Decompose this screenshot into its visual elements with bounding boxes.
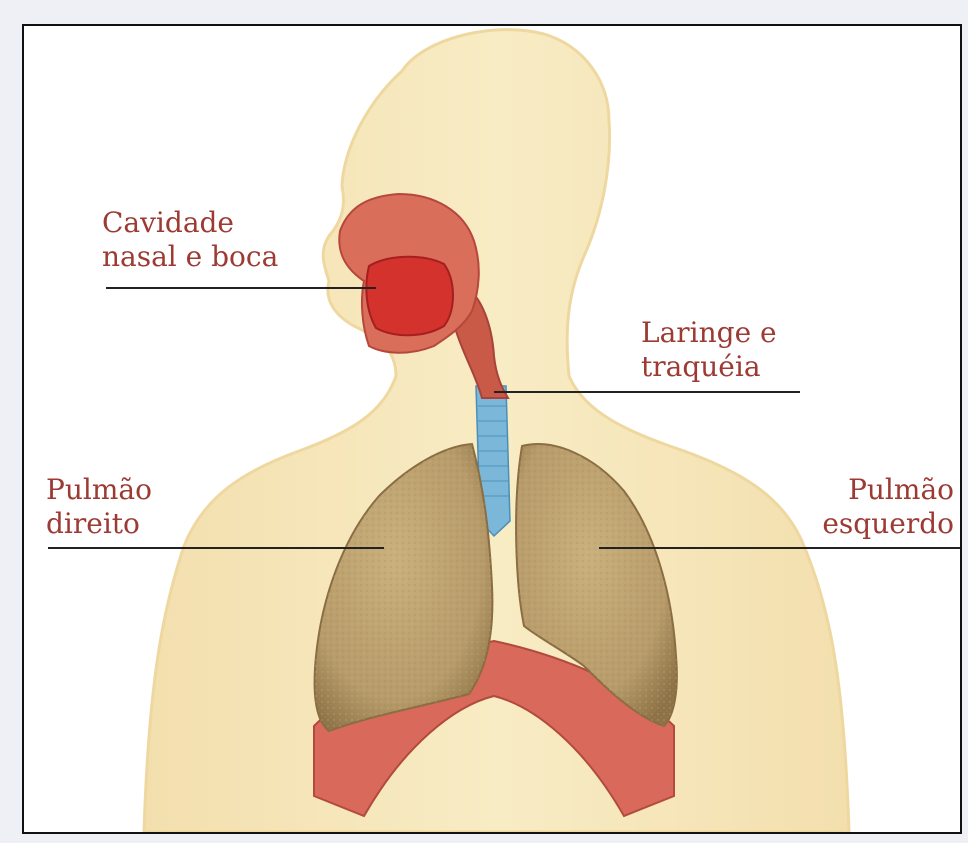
mouth-cavity-shape — [366, 257, 453, 336]
respiratory-system-illustration — [24, 26, 960, 832]
label-nasal-line2: nasal e boca — [102, 240, 278, 274]
label-larynx-line1: Laringe e — [641, 316, 777, 350]
label-left-lung: Pulmão esquerdo — [822, 473, 954, 541]
label-right-lung-line2: direito — [46, 507, 152, 541]
label-nasal-line1: Cavidade — [102, 206, 278, 240]
diagram-frame: Cavidade nasal e boca Laringe e traquéia… — [22, 24, 962, 834]
label-right-lung: Pulmão direito — [46, 473, 152, 541]
label-nasal-cavity: Cavidade nasal e boca — [102, 206, 278, 274]
label-larynx-line2: traquéia — [641, 350, 777, 384]
label-left-lung-line2: esquerdo — [822, 507, 954, 541]
label-left-lung-line1: Pulmão — [822, 473, 954, 507]
label-larynx-trachea: Laringe e traquéia — [641, 316, 777, 384]
label-right-lung-line1: Pulmão — [46, 473, 152, 507]
